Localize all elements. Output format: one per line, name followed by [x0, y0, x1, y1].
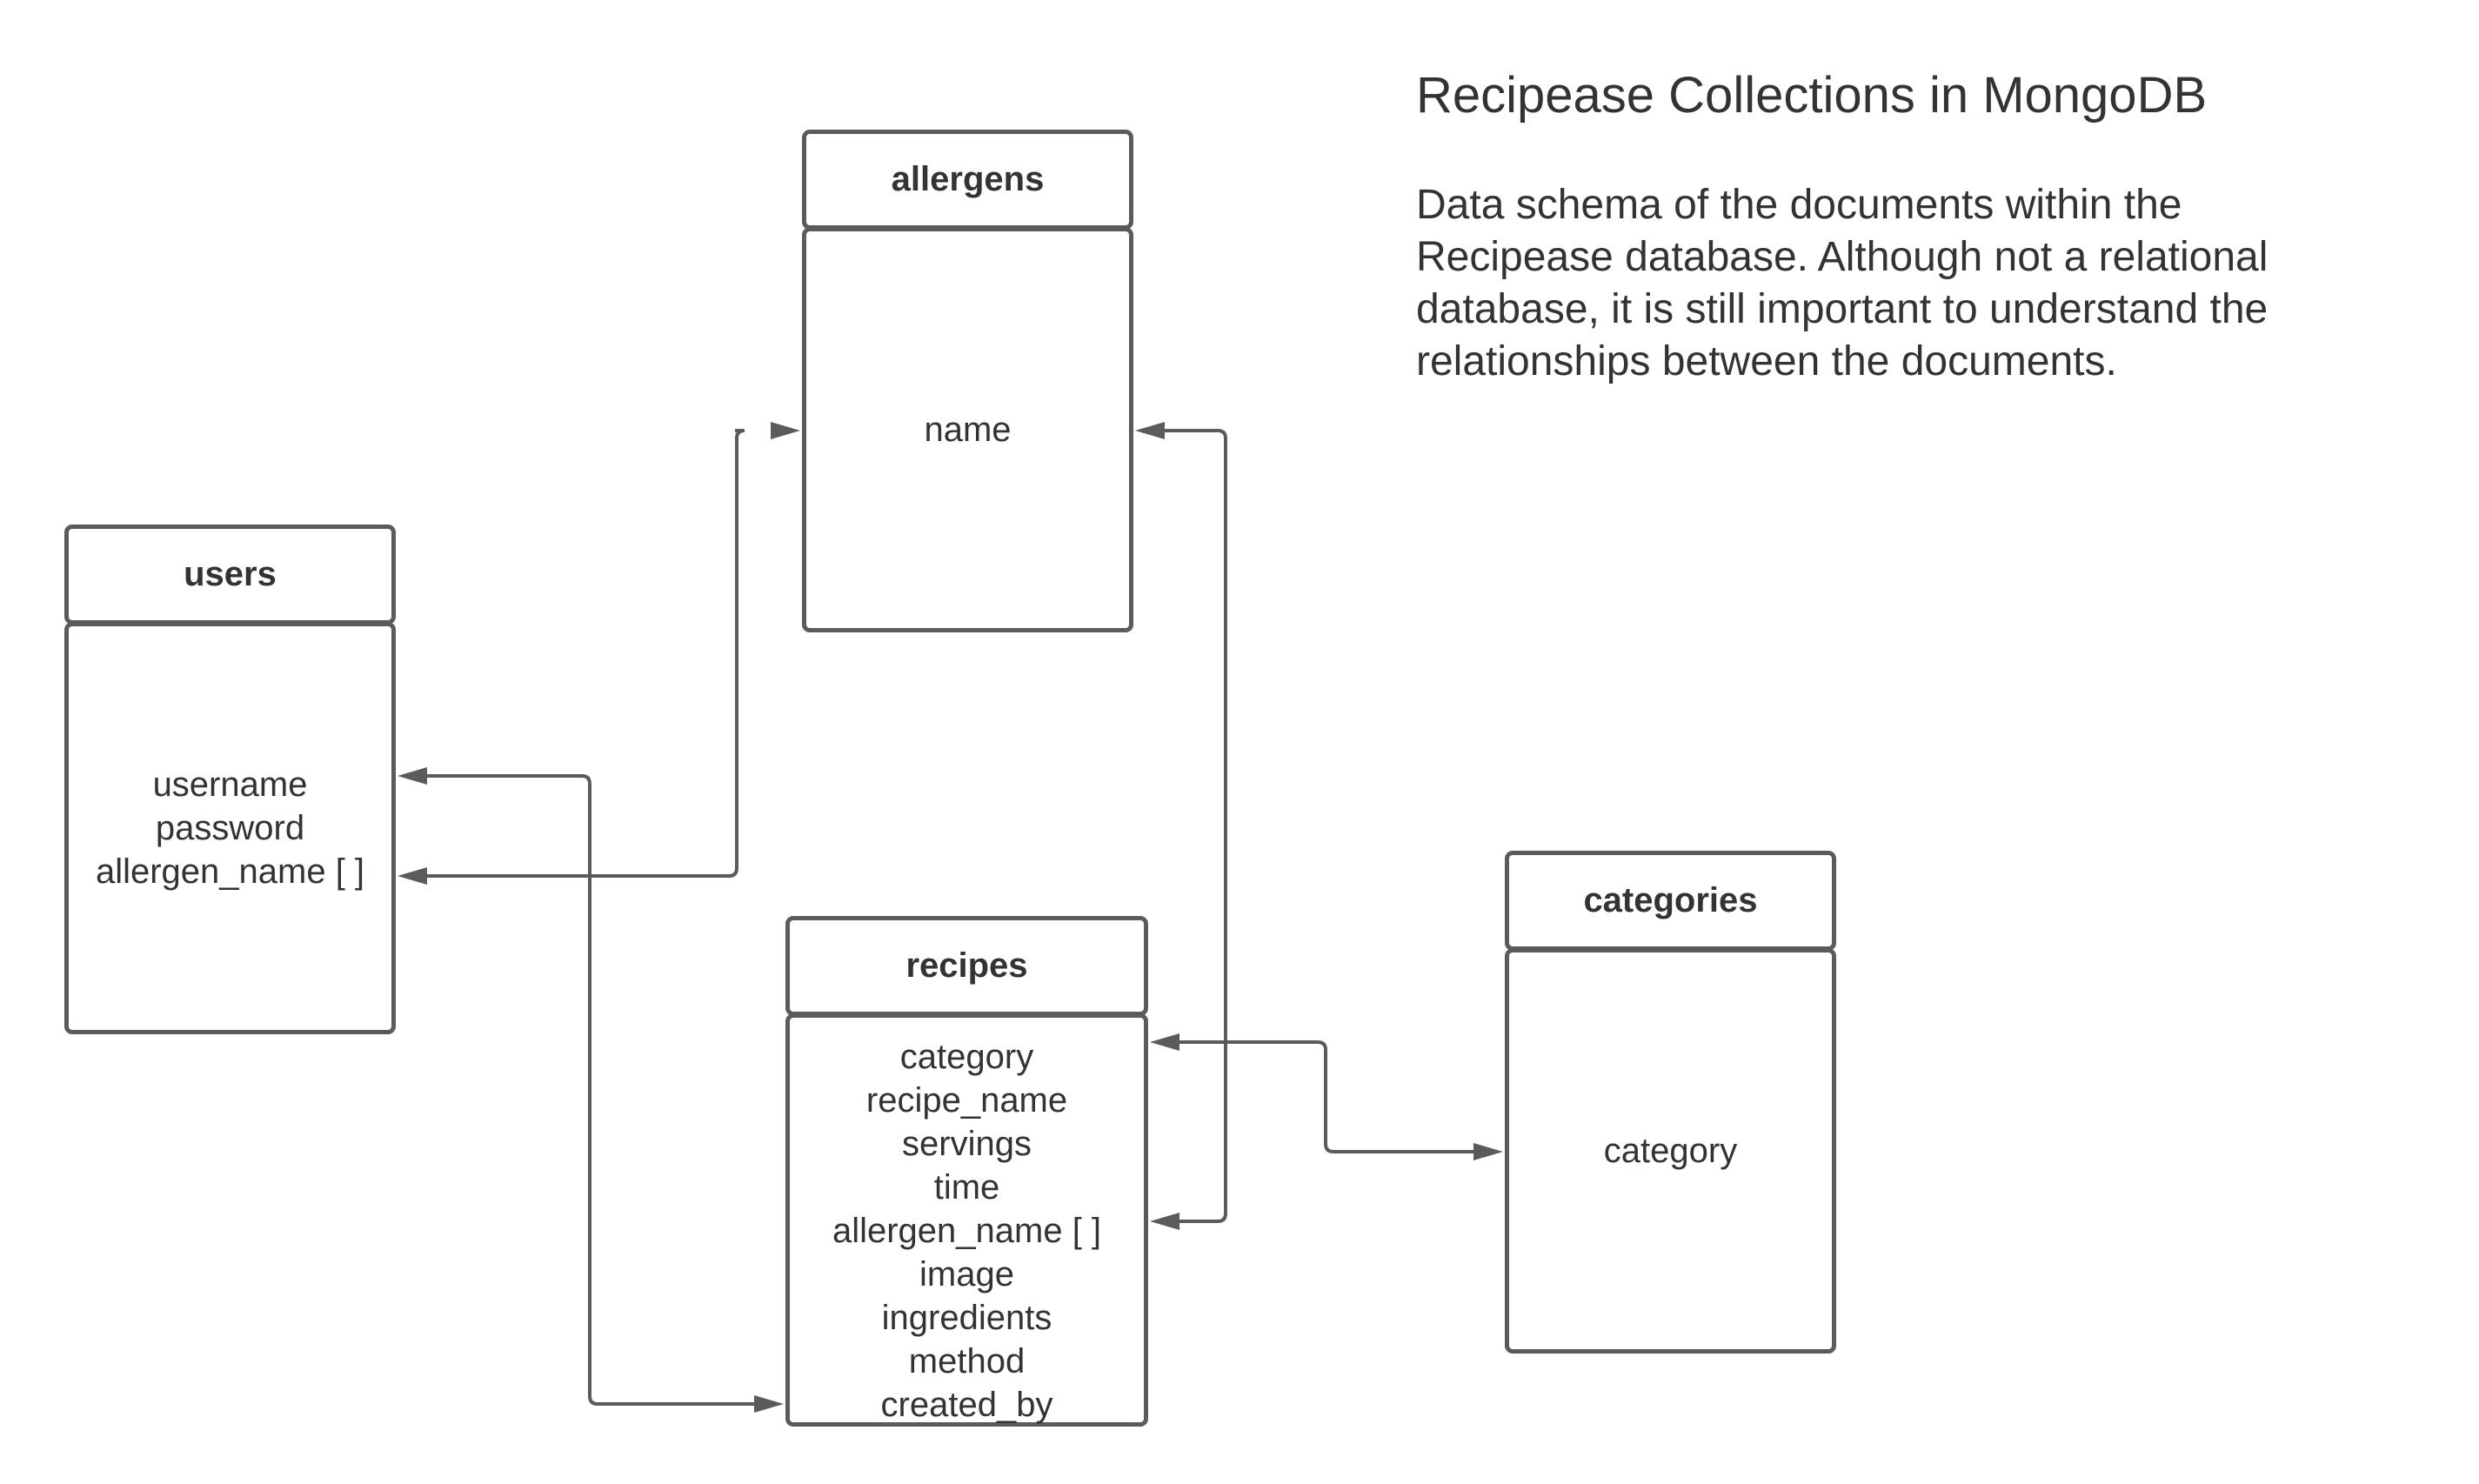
recipes-field-allergen-name: allergen_name [ ]: [832, 1212, 1102, 1250]
diagram-description: Data schema of the documents within the …: [1416, 182, 2269, 384]
categories-collection-fields: category: [1505, 948, 1836, 1354]
recipes-field-image: image: [919, 1255, 1014, 1293]
arrowhead-icon: [1473, 1143, 1503, 1160]
users-field-password: password: [155, 809, 305, 847]
users-field-allergen-name: allergen_name [ ]: [95, 852, 365, 891]
users-collection-title: users: [184, 555, 277, 593]
recipes-collection-header: recipes: [785, 916, 1148, 1016]
arrowhead-icon: [1135, 422, 1165, 439]
categories-collection-title: categories: [1583, 881, 1758, 919]
recipes-collection-fields: category recipe_name servings time aller…: [785, 1013, 1148, 1427]
users-collection-header: users: [64, 525, 396, 625]
allergens-collection-header: allergens: [802, 130, 1133, 230]
diagram-title: Recipease Collections in MongoDB: [1416, 67, 2208, 124]
recipes-collection-title: recipes: [905, 946, 1028, 985]
arrowhead-icon: [1150, 1033, 1179, 1051]
categories-field-category: category: [1603, 1132, 1738, 1170]
allergens-field-name: name: [924, 411, 1012, 449]
categories-collection-header: categories: [1505, 851, 1836, 951]
connector-recipes-allergens: [1142, 429, 1227, 1223]
allergens-collection-title: allergens: [891, 160, 1045, 198]
connector-recipes-categories: [1157, 1040, 1496, 1153]
arrowhead-icon: [754, 1395, 784, 1413]
allergens-collection-fields: name: [802, 227, 1133, 632]
users-collection-fields: username password allergen_name [ ]: [64, 622, 396, 1034]
recipes-field-ingredients: ingredients: [881, 1299, 1052, 1337]
users-field-username: username: [152, 765, 308, 804]
recipes-field-category: category: [899, 1038, 1034, 1076]
connector-users-recipes: [404, 774, 777, 1406]
recipes-field-time: time: [933, 1168, 1000, 1207]
connector-users-allergens: [404, 429, 745, 880]
recipes-field-recipe-name: recipe_name: [865, 1081, 1068, 1120]
arrowhead-icon: [1150, 1213, 1179, 1230]
recipes-field-method: method: [908, 1342, 1026, 1380]
arrowhead-icon: [398, 767, 427, 785]
arrowhead-icon: [398, 867, 427, 885]
arrowhead-icon: [771, 422, 800, 439]
recipes-field-servings: servings: [902, 1125, 1032, 1163]
recipes-field-created-by: created_by: [880, 1386, 1053, 1424]
